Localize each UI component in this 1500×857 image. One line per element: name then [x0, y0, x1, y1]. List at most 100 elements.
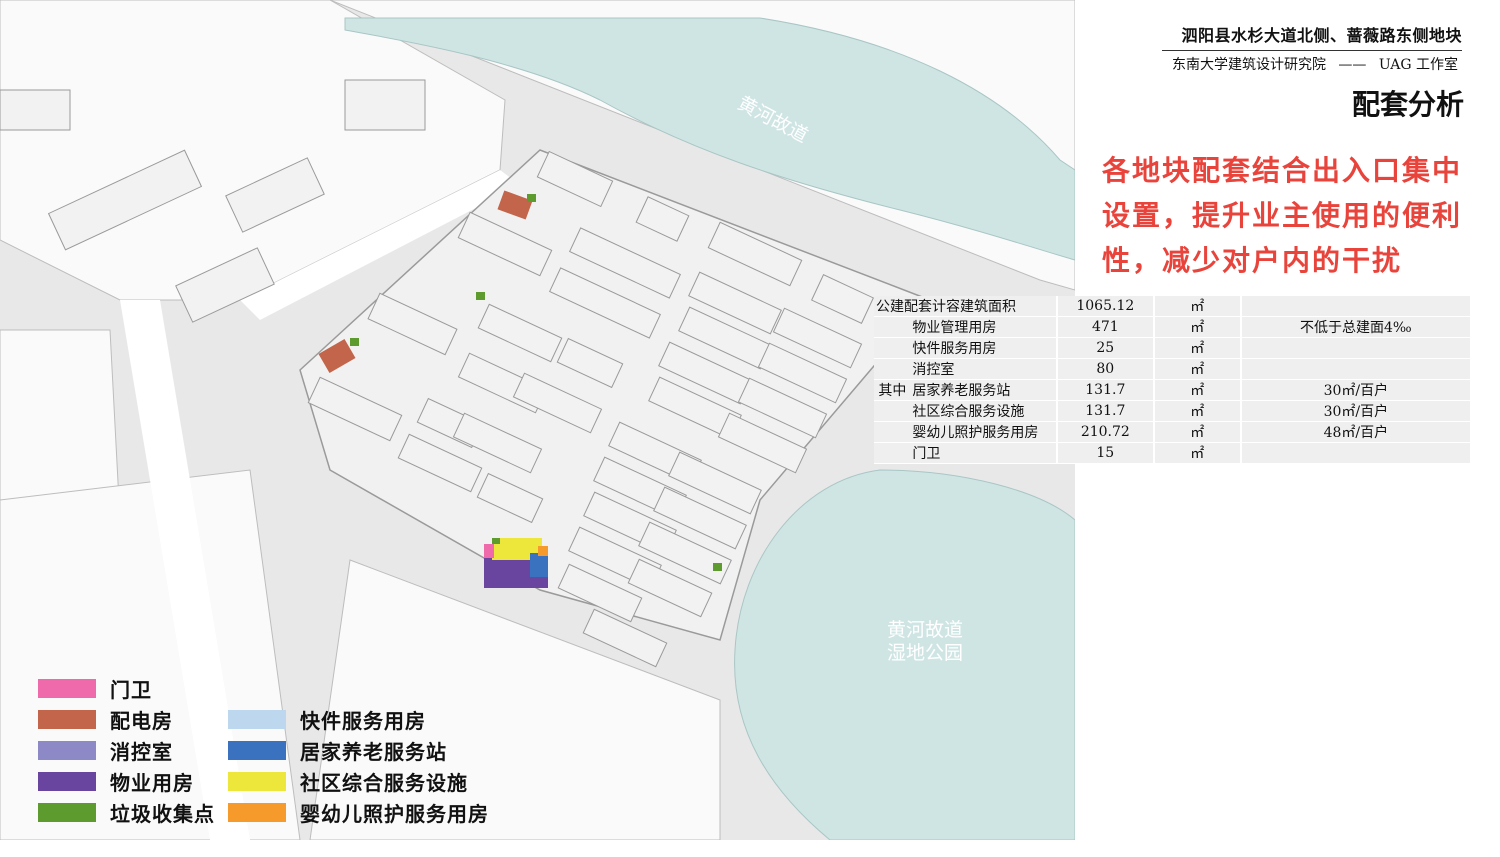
garbage-point	[713, 563, 722, 571]
table-row-total: 公建配套计容建筑面积 1065.12 ㎡	[874, 296, 1470, 317]
facility-note: 30㎡/百户	[1239, 400, 1470, 422]
legend-item: 物业用房	[38, 767, 194, 796]
residential-buildings	[0, 79, 875, 668]
legend-label: 物业用房	[110, 771, 194, 795]
legend-swatch	[38, 772, 96, 791]
residential-building	[653, 486, 747, 550]
facility-name: 快件服务用房	[910, 337, 1057, 359]
legend-item: 婴幼儿照护服务用房	[228, 798, 489, 827]
facility-note	[1239, 358, 1470, 380]
residential-building	[627, 558, 713, 618]
legend-swatch	[228, 772, 286, 791]
residential-building	[536, 150, 614, 208]
residential-building	[557, 563, 643, 623]
facility-unit: ㎡	[1152, 400, 1241, 422]
group-cell	[874, 421, 911, 443]
residential-building	[810, 274, 875, 324]
total-name: 公建配套计容建筑面积	[874, 296, 1057, 317]
facility-name: 消控室	[910, 358, 1057, 380]
legend-item: 配电房	[38, 705, 173, 734]
garbage-point	[350, 338, 359, 346]
org-dash: ——	[1338, 57, 1367, 73]
header-divider	[1162, 50, 1462, 51]
residential-building	[717, 412, 808, 474]
legend-item: 门卫	[38, 674, 152, 703]
residential-building	[635, 196, 690, 242]
group-label: 其中	[874, 379, 911, 401]
facility-unit: ㎡	[1152, 358, 1241, 380]
group-cell	[874, 337, 911, 359]
residential-building	[556, 337, 624, 389]
residential-building	[225, 157, 325, 233]
legend-swatch	[38, 710, 96, 729]
residential-building	[0, 89, 71, 131]
facility-name: 物业管理用房	[910, 316, 1057, 338]
facility-note	[1239, 442, 1470, 464]
residential-building	[638, 521, 732, 585]
facility-note: 30㎡/百户	[1239, 379, 1470, 401]
residential-building	[457, 211, 553, 277]
group-cell	[874, 358, 911, 380]
residential-building	[737, 377, 828, 439]
park-label-line1: 黄河故道	[887, 619, 963, 641]
section-title: 配套分析	[1351, 88, 1464, 121]
wetland-park-lake	[734, 469, 1075, 840]
facility-unit: ㎡	[1152, 421, 1241, 443]
substation-building-north	[497, 190, 533, 220]
legend-item: 垃圾收集点	[38, 798, 215, 827]
legend-swatch	[38, 679, 96, 698]
legend-label: 社区综合服务设施	[300, 771, 468, 795]
facility-note	[1239, 337, 1470, 359]
legend-item: 消控室	[38, 736, 173, 765]
facility-area: 471	[1055, 316, 1154, 338]
residential-building	[307, 376, 403, 442]
legend-label: 门卫	[110, 678, 152, 702]
facility-unit: ㎡	[1152, 442, 1241, 464]
group-cell	[874, 442, 911, 464]
organization-line: 东南大学建筑设计研究院 —— UAG 工作室	[1162, 54, 1462, 74]
facility-name: 婴幼儿照护服务用房	[910, 421, 1057, 443]
facility-area: 80	[1055, 358, 1154, 380]
facility-area: 131.7	[1055, 400, 1154, 422]
residential-building	[772, 307, 863, 369]
legend-swatch	[228, 710, 286, 729]
institute-name: 东南大学建筑设计研究院	[1171, 57, 1326, 73]
facility-area: 131.7	[1055, 379, 1154, 401]
residential-building	[668, 451, 762, 515]
residential-building	[512, 372, 603, 434]
garbage-point	[527, 194, 536, 202]
facility-name: 居家养老服务站	[910, 379, 1057, 401]
residential-building	[757, 342, 848, 404]
residential-building	[367, 292, 458, 356]
site-plan-map: 黄河故道 黄河故道 湿地公园	[0, 0, 1075, 840]
residential-building	[175, 247, 275, 323]
south-block	[309, 559, 721, 840]
facility-unit: ㎡	[1152, 337, 1241, 359]
legend-swatch	[228, 741, 286, 760]
legend-item: 居家养老服务站	[228, 736, 447, 765]
residential-building	[452, 412, 543, 474]
road-west	[120, 300, 250, 840]
facility-complex	[484, 538, 548, 588]
legend-item: 社区综合服务设施	[228, 767, 468, 796]
residential-building	[344, 79, 426, 131]
legend-swatch	[38, 741, 96, 760]
residential-building	[582, 608, 668, 668]
legend-label: 快件服务用房	[300, 709, 426, 733]
facility-unit: ㎡	[1152, 379, 1241, 401]
facility-unit: ㎡	[1152, 316, 1241, 338]
residential-building	[47, 149, 203, 251]
group-cell	[874, 400, 911, 422]
park-label-line2: 湿地公园	[887, 642, 963, 664]
title-block: 泗阳县水杉大道北侧、蔷薇路东侧地块 东南大学建筑设计研究院 —— UAG 工作室	[1162, 22, 1462, 74]
facility-area: 210.72	[1055, 421, 1154, 443]
facility-name: 门卫	[910, 442, 1057, 464]
substation-building-west	[318, 338, 356, 374]
facility-area: 25	[1055, 337, 1154, 359]
total-note	[1239, 296, 1470, 317]
